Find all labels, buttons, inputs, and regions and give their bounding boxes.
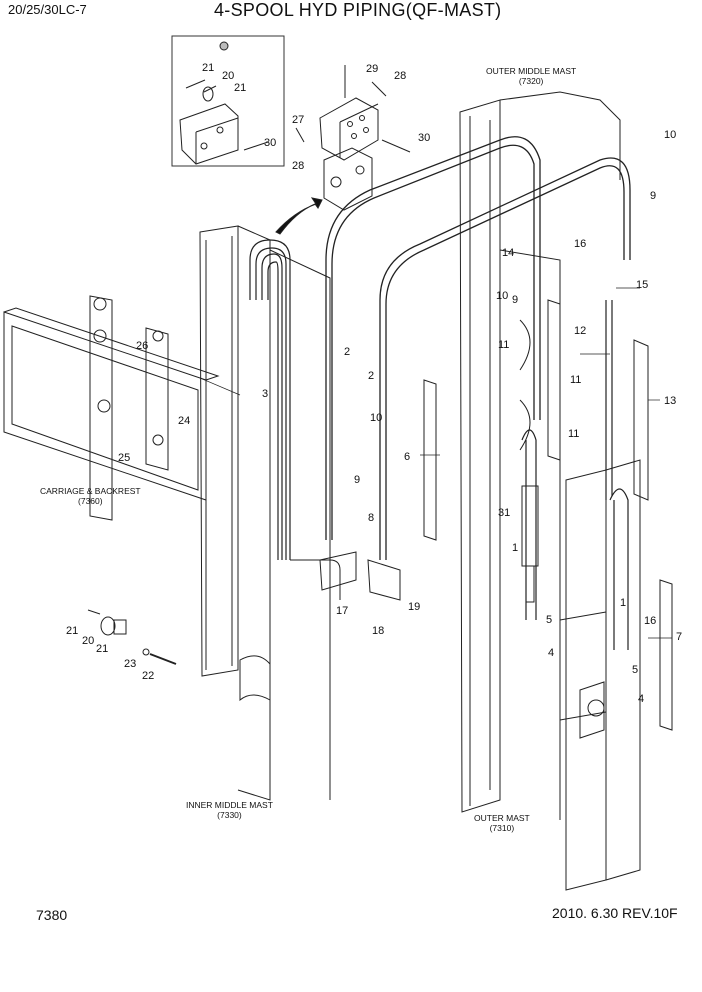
- page-number: 7380: [36, 907, 68, 923]
- callout-10a: 10: [370, 412, 383, 424]
- upper-pulley-bracket: [295, 65, 411, 211]
- callout-5a: 5: [546, 614, 553, 626]
- caption-outer-middle-mast: OUTER MIDDLE MAST (7320): [486, 66, 576, 86]
- callout-21b: 21: [234, 82, 247, 94]
- long-hose-set-2: [325, 136, 631, 560]
- hose-set-1: [521, 300, 629, 650]
- hose-brackets: [423, 299, 673, 731]
- lift-cylinder: [521, 485, 539, 603]
- callout-4a: 4: [548, 647, 555, 659]
- callout-10c: 10: [664, 129, 677, 141]
- callout-11c: 11: [568, 428, 580, 440]
- callout-30a: 30: [264, 137, 277, 149]
- callout-11b: 11: [570, 374, 582, 386]
- callout-28a: 28: [394, 70, 407, 82]
- leader-lines: [199, 287, 672, 639]
- caption-line: (7320): [518, 76, 544, 86]
- callout-10b: 10: [496, 290, 509, 302]
- caption-line: CARRIAGE & BACKREST: [40, 486, 141, 496]
- inset-bracket: [179, 79, 269, 165]
- callout-27: 27: [292, 114, 305, 126]
- callout-23: 23: [124, 658, 137, 670]
- callout-21c: 21: [66, 625, 79, 637]
- callout-4b: 4: [638, 693, 645, 705]
- callout-16b: 16: [644, 615, 657, 627]
- detail-inset-frame: [171, 35, 285, 167]
- callout-9a: 9: [354, 474, 361, 486]
- inner-middle-mast: [199, 225, 331, 801]
- caption-line: (7330): [217, 810, 242, 820]
- callout-5b: 5: [632, 664, 639, 676]
- callout-7: 7: [676, 631, 683, 643]
- page-title: 4-SPOOL HYD PIPING(QF-MAST): [214, 0, 502, 20]
- callout-24: 24: [178, 415, 191, 427]
- callout-13: 13: [664, 395, 677, 407]
- callout-3: 3: [262, 388, 269, 400]
- callout-25: 25: [118, 452, 131, 464]
- callout-12: 12: [574, 325, 587, 337]
- callout-19: 19: [408, 601, 421, 613]
- callout-21a: 21: [202, 62, 215, 74]
- callout-22: 22: [142, 670, 155, 682]
- callout-6: 6: [404, 451, 411, 463]
- callout-15: 15: [636, 279, 649, 291]
- lower-left-parts: [87, 609, 177, 665]
- callout-11a: 11: [498, 339, 510, 351]
- callout-18: 18: [372, 625, 385, 637]
- callout-2a: 2: [344, 346, 351, 358]
- outer-middle-mast: [459, 91, 621, 820]
- callout-20a: 20: [222, 70, 235, 82]
- callout-28b: 28: [292, 160, 305, 172]
- caption-line: (7310): [489, 823, 515, 833]
- callout-2b: 2: [368, 370, 375, 382]
- caption-line: OUTER MAST: [474, 813, 530, 823]
- caption-line: (7360): [78, 496, 103, 506]
- model-label: 20/25/30LC-7: [8, 2, 87, 17]
- caption-outer-mast: OUTER MAST (7310): [474, 813, 530, 833]
- callout-17: 17: [336, 605, 349, 617]
- direction-arrow: [275, 197, 323, 235]
- callout-31: 31: [498, 507, 511, 519]
- caption-carriage-backrest: CARRIAGE & BACKREST (7360): [40, 486, 141, 506]
- carriage-backrest: [3, 295, 220, 521]
- inset-grease-fitting: [219, 41, 229, 51]
- callout-30b: 30: [418, 132, 431, 144]
- callout-29: 29: [366, 63, 379, 75]
- lower-piping: [290, 551, 401, 601]
- caption-line: INNER MIDDLE MAST: [186, 800, 273, 810]
- callout-21d: 21: [96, 643, 109, 655]
- callout-20b: 20: [82, 635, 95, 647]
- callout-26: 26: [136, 340, 149, 352]
- callout-16a: 16: [574, 238, 587, 250]
- caption-line: OUTER MIDDLE MAST: [486, 66, 577, 76]
- callout-9c: 9: [650, 190, 657, 202]
- callout-1a: 1: [620, 597, 627, 609]
- outer-mast: [559, 459, 641, 891]
- hose-bundle-left: [249, 239, 291, 560]
- revision-date: 2010. 6.30 REV.10F: [552, 905, 678, 921]
- callout-8: 8: [368, 512, 375, 524]
- callout-14: 14: [502, 247, 515, 259]
- callout-1b: 1: [512, 542, 519, 554]
- caption-inner-middle-mast: INNER MIDDLE MAST (7330): [186, 800, 273, 820]
- callout-9b: 9: [512, 294, 519, 306]
